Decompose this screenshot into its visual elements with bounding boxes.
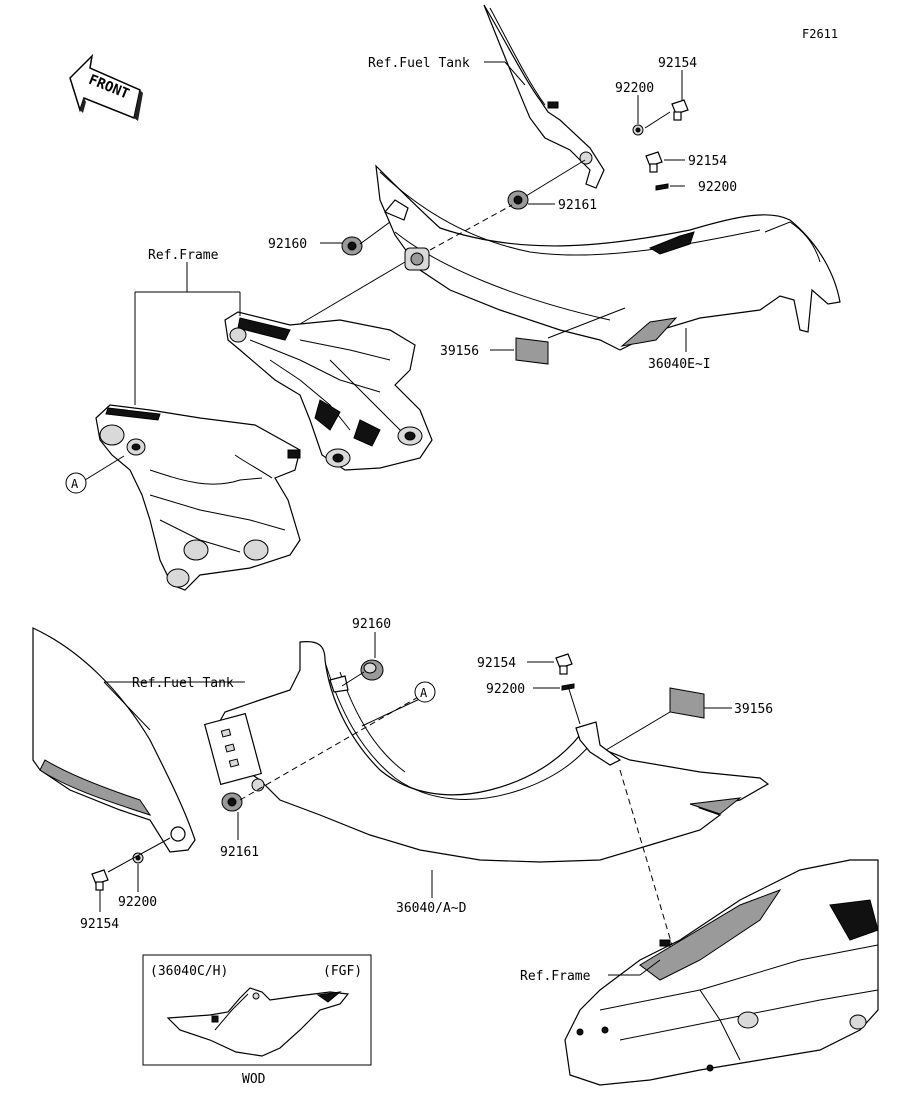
label-upper-ref-frame: Ref.Frame — [148, 248, 219, 263]
label-upper-ref-fuel-tank: Ref.Fuel Tank — [368, 56, 470, 71]
lower-pad-39156 — [669, 687, 705, 719]
label-lower-92154-a: 92154 — [477, 656, 516, 671]
upper-grommet-92160 — [341, 236, 363, 256]
label-upper-92200-a: 92200 — [615, 81, 654, 96]
label-upper-92154-a: 92154 — [658, 56, 697, 71]
lower-grommet-92160 — [360, 659, 384, 681]
upper-grommet-92161 — [507, 190, 529, 210]
label-lower-92160: 92160 — [352, 617, 391, 632]
lower-bolt-92154-a — [555, 653, 573, 675]
label-upper-36040ei: 36040E~I — [648, 357, 711, 372]
inset-left-label: (36040C/H) — [150, 964, 228, 979]
upper-washer-92200-b — [655, 183, 669, 191]
label-upper-39156: 39156 — [440, 344, 479, 359]
label-upper-92154-b: 92154 — [688, 154, 727, 169]
label-lower-36040ad: 36040/A~D — [396, 901, 467, 916]
svg-text:A: A — [71, 477, 79, 491]
label-lower-92154-b: 92154 — [80, 917, 119, 932]
upper-fuel-tank — [483, 4, 605, 189]
label-lower-39156: 39156 — [734, 702, 773, 717]
lower-frame — [564, 859, 879, 1086]
upper-washer-92200-a — [632, 124, 644, 136]
upper-frame-bracket — [224, 311, 433, 471]
upper-frame-bracket-left — [95, 404, 301, 591]
upper-pad-39156 — [515, 337, 549, 365]
lower-washer-92200-b — [132, 852, 144, 864]
label-upper-92200-b: 92200 — [698, 180, 737, 195]
variant-inset: (36040C/H) (FGF) — [142, 954, 372, 1066]
lower-side-cowl — [203, 640, 770, 863]
upper-side-cowl — [375, 164, 841, 351]
label-lower-92161: 92161 — [220, 845, 259, 860]
lower-fuel-tank — [32, 627, 196, 853]
lower-bolt-92154-b — [91, 869, 109, 891]
inset-right-label: (FGF) — [323, 964, 362, 979]
callout-a-lower: A — [414, 681, 436, 703]
label-lower-92200-a: 92200 — [486, 682, 525, 697]
svg-text:A: A — [420, 686, 428, 700]
callout-a-upper: A — [65, 472, 87, 494]
label-lower-ref-fuel-tank: Ref.Fuel Tank — [132, 676, 234, 691]
inset-caption: WOD — [242, 1072, 266, 1087]
label-upper-92160: 92160 — [268, 237, 307, 252]
upper-bolt-92154-b — [645, 151, 663, 173]
label-lower-ref-frame: Ref.Frame — [520, 969, 591, 984]
lower-grommet-92161 — [221, 792, 243, 812]
front-arrow-icon: FRONT — [69, 53, 143, 121]
label-lower-92200-b: 92200 — [118, 895, 157, 910]
figure-id: F2611 — [802, 27, 838, 41]
upper-bolt-92154-a — [671, 99, 689, 121]
label-upper-92161: 92161 — [558, 198, 597, 213]
